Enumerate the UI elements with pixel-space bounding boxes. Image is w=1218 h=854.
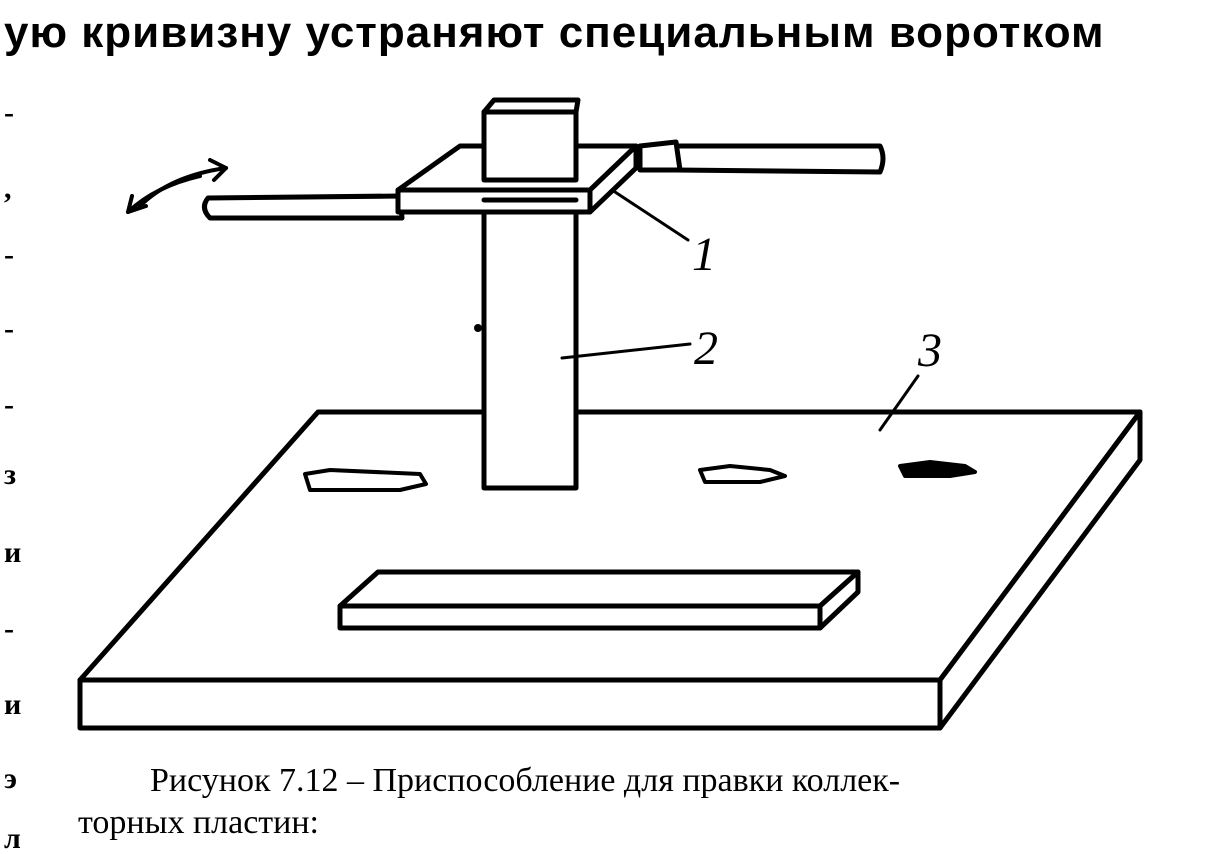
margin-mark: и — [4, 536, 22, 569]
margin-mark: - — [4, 388, 14, 421]
label-part-3: 3 — [917, 324, 942, 377]
label-part-1: 1 — [692, 228, 716, 281]
margin-mark: л — [4, 822, 21, 854]
margin-mark: , — [4, 172, 12, 205]
margin-mark: з — [4, 458, 17, 491]
margin-mark: э — [4, 762, 17, 795]
lever-arms — [202, 139, 886, 221]
margin-mark: - — [4, 312, 14, 345]
margin-mark: - — [4, 238, 14, 271]
caption-line-1: Рисунок 7.12 – Приспособление для правки… — [150, 762, 901, 799]
label-part-2: 2 — [694, 322, 718, 375]
body-text-line: ую кривизну устраняют специальным воротк… — [4, 8, 1105, 57]
rotation-arrows-icon — [126, 158, 228, 214]
margin-mark: - — [4, 96, 14, 129]
leader-lines — [560, 188, 920, 432]
margin-mark: и — [4, 688, 22, 721]
margin-mark: - — [4, 612, 14, 645]
plate-slots — [303, 460, 977, 492]
figure-caption: Рисунок 7.12 – Приспособление для правки… — [78, 760, 1200, 844]
commutator-bar — [337, 569, 861, 631]
caption-line-2: торных пластин: — [78, 804, 319, 841]
clamp-plate — [395, 109, 639, 215]
